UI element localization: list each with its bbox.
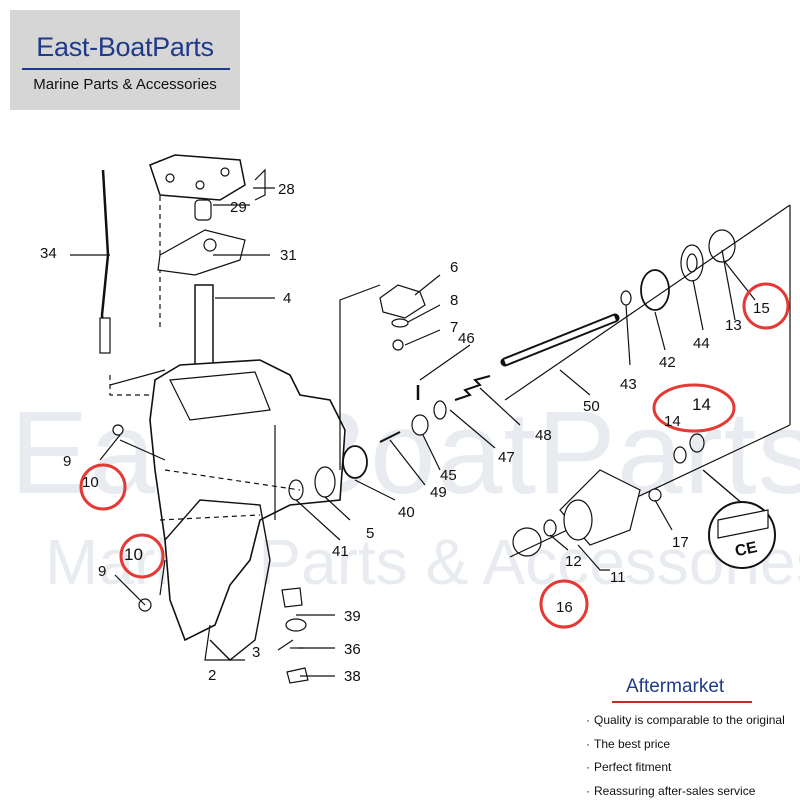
feature-text: Perfect fitment (594, 760, 671, 774)
part-label: 14 (664, 413, 681, 430)
feature-list: ·Quality is comparable to the original ·… (586, 712, 785, 806)
part-label: 46 (458, 330, 475, 347)
part-label: 40 (398, 504, 415, 521)
part-label: 42 (659, 354, 676, 371)
part-label: 5 (366, 525, 374, 542)
bullet-icon: · (586, 783, 594, 799)
feature-item: ·Quality is comparable to the original (586, 712, 785, 736)
feature-item: ·Perfect fitment (586, 759, 785, 783)
bullet-icon: · (586, 712, 594, 728)
part-label: 47 (498, 449, 515, 466)
part-label: 43 (620, 376, 637, 393)
part-label: 31 (280, 247, 297, 264)
aftermarket-title: Aftermarket (626, 676, 724, 698)
part-label: 13 (725, 317, 742, 334)
part-label: 49 (430, 484, 447, 501)
part-label: 16 (556, 599, 573, 616)
part-label: 38 (344, 668, 361, 685)
part-label: 48 (535, 427, 552, 444)
feature-text: Reassuring after-sales service (594, 784, 755, 798)
feature-text: Quality is comparable to the original (594, 713, 785, 727)
part-label: 9 (98, 563, 106, 580)
part-label: 45 (440, 467, 457, 484)
bullet-icon: · (586, 759, 594, 775)
part-label: 50 (583, 398, 600, 415)
part-label: 15 (753, 300, 770, 317)
part-label: 34 (40, 245, 57, 262)
part-label: 3 (252, 644, 260, 661)
part-label: 2 (208, 667, 216, 684)
highlight-label: 10 (124, 545, 143, 564)
part-label: 10 (82, 474, 99, 491)
part-label: 36 (344, 641, 361, 658)
part-label: 12 (565, 553, 582, 570)
part-label: 39 (344, 608, 361, 625)
feature-item: ·The best price (586, 736, 785, 760)
part-label: 9 (63, 453, 71, 470)
aftermarket-underline (612, 701, 752, 703)
bullet-icon: · (586, 736, 594, 752)
part-label: 17 (672, 534, 689, 551)
part-label: 4 (283, 290, 291, 307)
feature-item: ·Reassuring after-sales service (586, 783, 785, 806)
part-label: 29 (230, 199, 247, 216)
part-label: 11 (610, 569, 626, 586)
part-label: 28 (278, 181, 295, 198)
part-label: 6 (450, 259, 458, 276)
feature-text: The best price (594, 737, 670, 751)
part-label: 8 (450, 292, 458, 309)
part-label: 41 (332, 543, 349, 560)
highlight-label: 14 (692, 395, 711, 414)
part-label: 44 (693, 335, 710, 352)
